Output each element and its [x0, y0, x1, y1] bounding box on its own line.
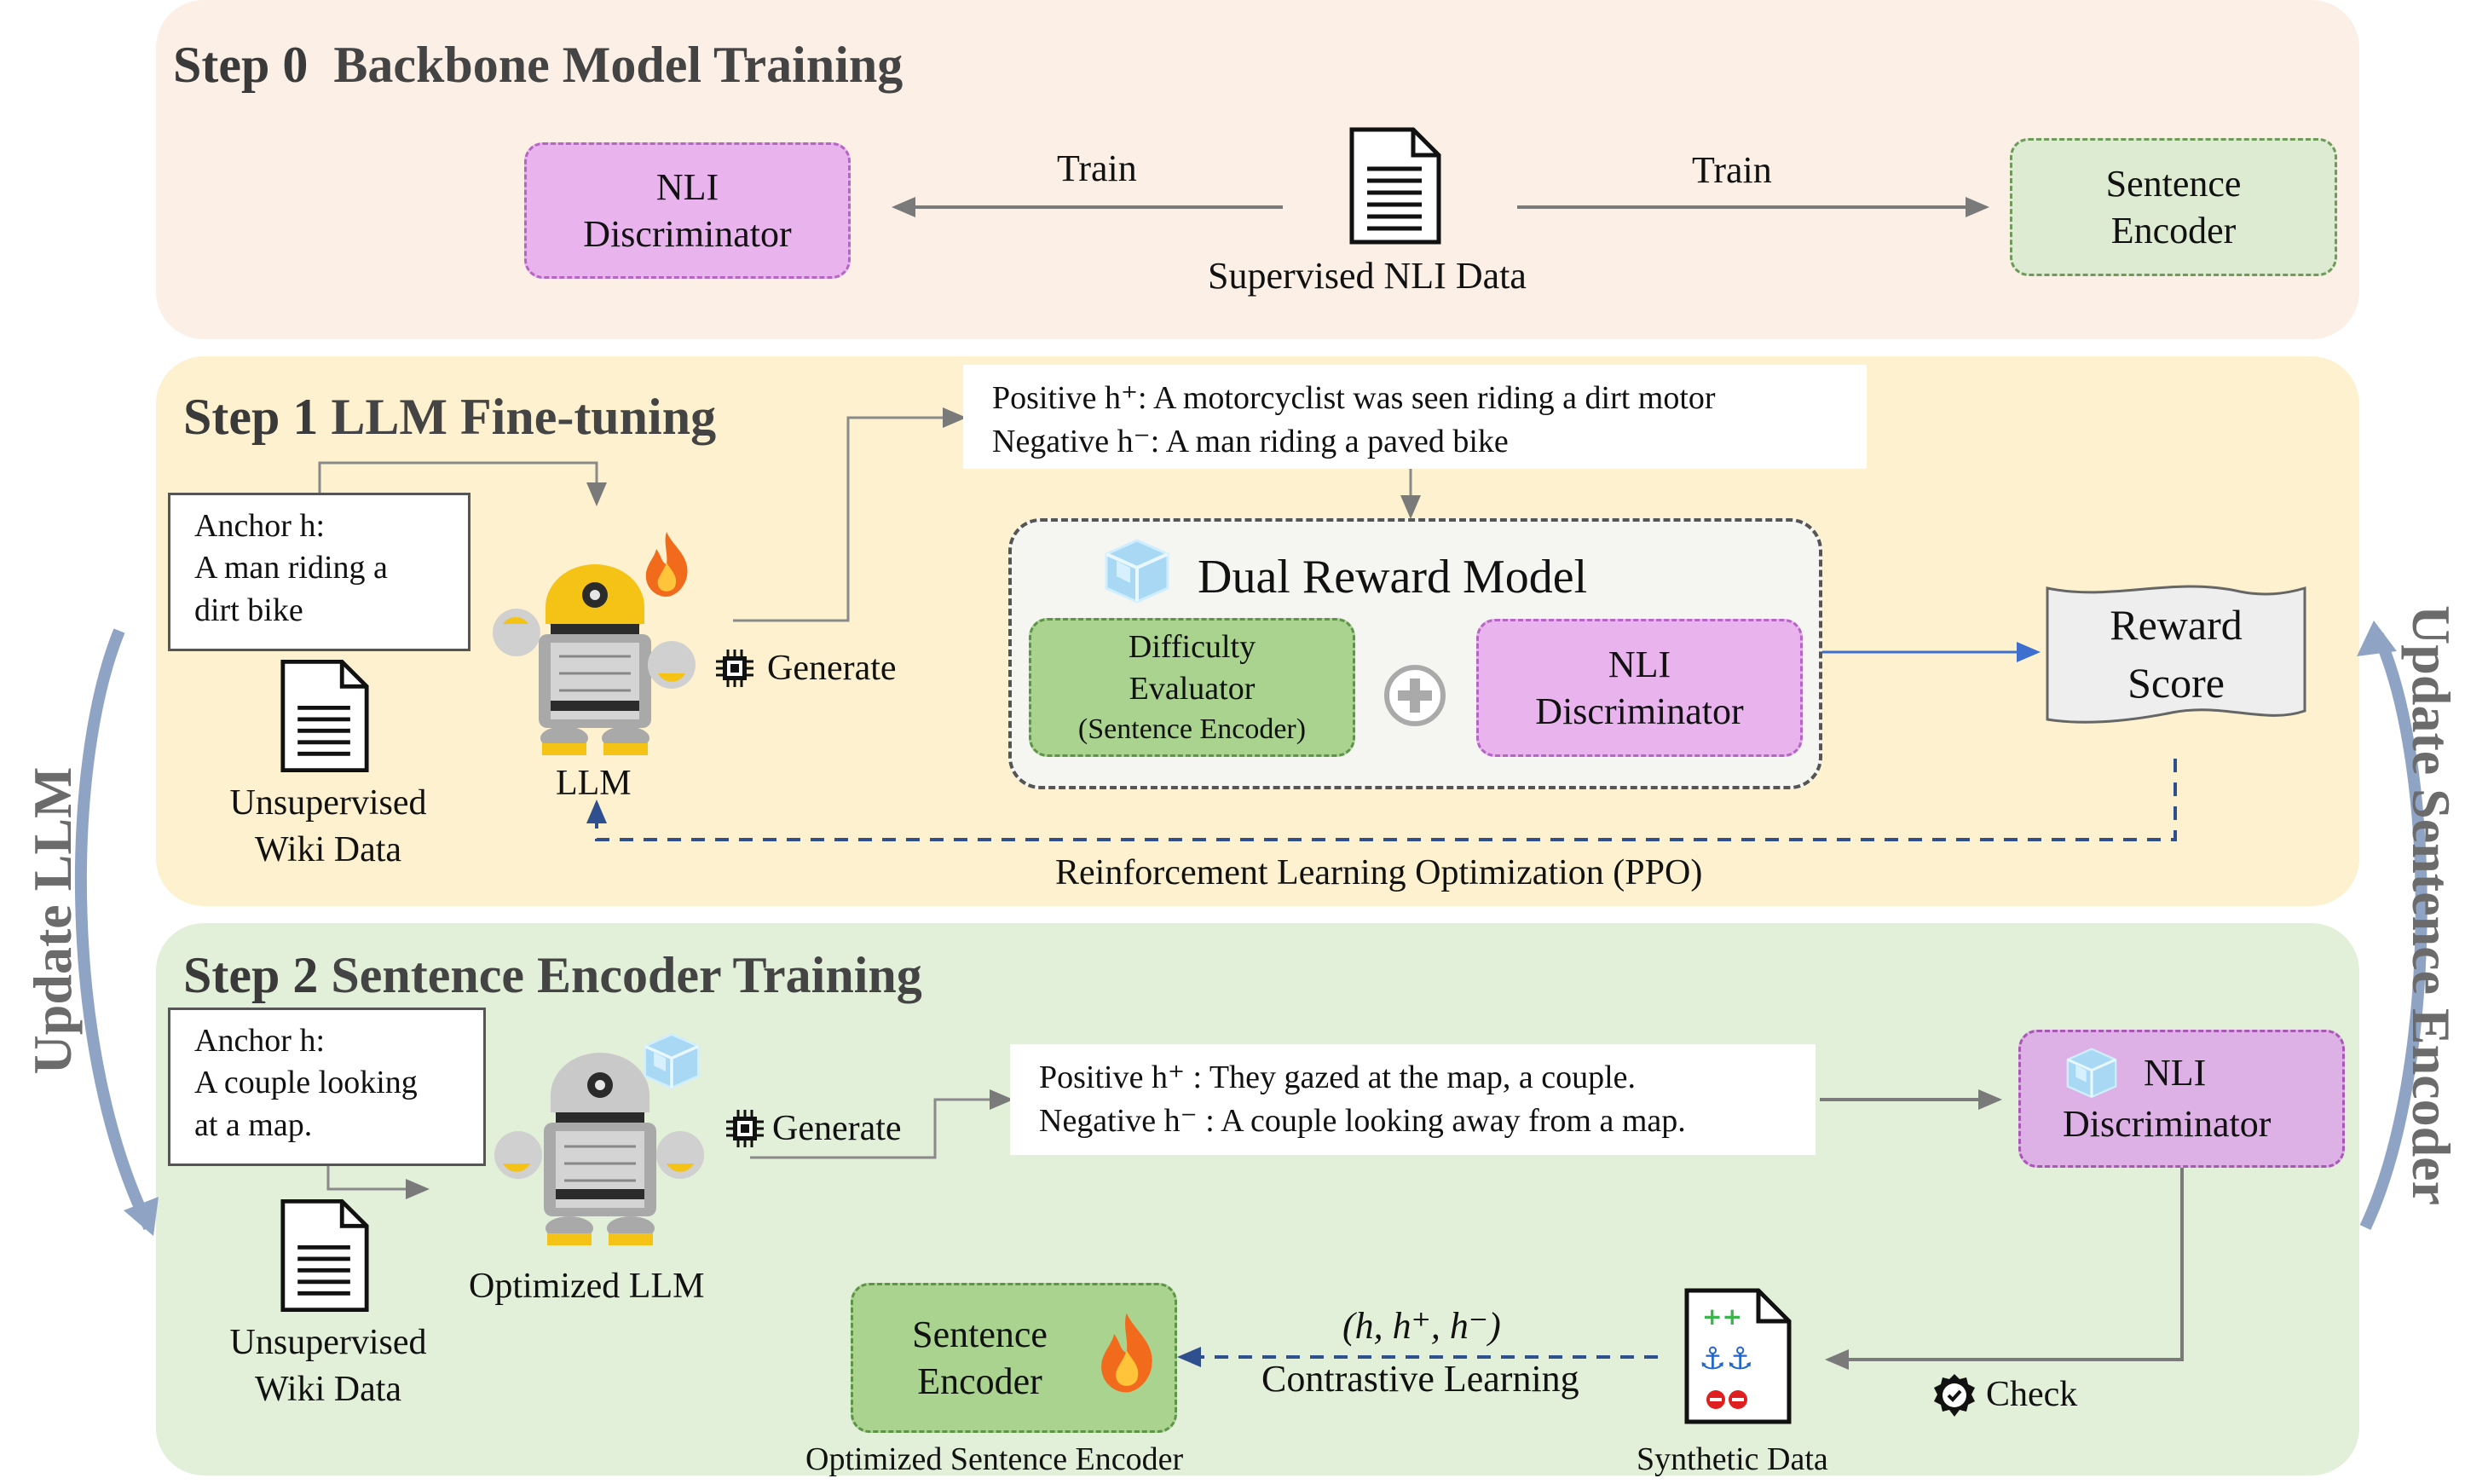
- step1-anchor-line2: A man riding a: [194, 550, 388, 586]
- ice-cube-icon: [1105, 539, 1169, 603]
- difficulty-line2: Evaluator: [1129, 671, 1256, 707]
- fire-icon: [645, 532, 688, 597]
- update-llm-arrow: [75, 628, 155, 1231]
- step2-anchor-line2: A couple looking: [194, 1065, 418, 1101]
- reward-score-line2: Score: [2127, 658, 2225, 707]
- step2-encoder-line2: Encoder: [917, 1360, 1042, 1402]
- step2-nli-discriminator: [2018, 1030, 2345, 1168]
- train-label-right: Train: [1692, 149, 1772, 191]
- anchor-to-optimized-llm-arrow: [326, 1165, 430, 1199]
- triplet-label: (h, h⁺, h⁻): [1342, 1305, 1501, 1347]
- step2-wiki-label: Unsupervised Wiki Data: [209, 1319, 447, 1412]
- step2-title-text: Sentence Encoder Training: [331, 947, 922, 1003]
- reward-score-shape: [2046, 585, 2306, 724]
- svg-text:⚓⚓: ⚓⚓: [1699, 1342, 1754, 1377]
- step0-nli-line1: NLI: [655, 166, 719, 208]
- step1-sample-box: Positive h⁺: A motorcyclist was seen rid…: [963, 365, 1867, 469]
- robot-icon: [493, 564, 696, 755]
- step1-anchor-line3: dirt bike: [194, 592, 303, 628]
- difficulty-evaluator-box: Difficulty Evaluator (Sentence Encoder): [1029, 618, 1355, 757]
- contrastive-learning-label: Contrastive Learning: [1261, 1358, 1579, 1400]
- update-encoder-arrow-head: [2357, 621, 2397, 656]
- step2-positive-text: Positive h⁺ : They gazed at the map, a c…: [1039, 1060, 1636, 1095]
- step1-title: Step 1 LLM Fine-tuning: [183, 388, 716, 447]
- optimized-llm-label: Optimized LLM: [469, 1267, 705, 1306]
- difficulty-line3: (Sentence Encoder): [1077, 713, 1307, 745]
- synthetic-data-icon: ++ ⚓⚓: [1684, 1288, 1792, 1424]
- svg-text:++: ++: [1702, 1302, 1742, 1331]
- optimized-encoder-label: Optimized Sentence Encoder: [805, 1441, 1184, 1477]
- synthetic-data-label: Synthetic Data: [1637, 1441, 1828, 1477]
- step0-title-text: Backbone Model Training: [333, 37, 903, 93]
- generate-arrow-step1: [733, 407, 967, 622]
- robot-icon: [494, 1053, 704, 1245]
- update-llm-arrow-head: [124, 1197, 159, 1236]
- nli-check-arrow: [1825, 1168, 2184, 1370]
- step2-wiki-line1: Unsupervised: [229, 1323, 427, 1362]
- fire-icon: [1101, 1313, 1152, 1393]
- step1-nli-line2: Discriminator: [1535, 690, 1744, 732]
- step2-anchor-line3: at a map.: [194, 1106, 313, 1143]
- check-label: Check: [1986, 1375, 2078, 1414]
- step2-panel: [156, 923, 2359, 1475]
- step2-title: Step 2 Sentence Encoder Training: [183, 946, 922, 1005]
- difficulty-line1: Difficulty: [1128, 629, 1256, 666]
- step2-anchor-box: Anchor h: A couple looking at a map.: [168, 1008, 486, 1166]
- step0-number: Step 0: [173, 37, 309, 93]
- step1-wiki-line2: Wiki Data: [254, 829, 402, 869]
- plus-circle-icon: [1384, 665, 1446, 726]
- step1-negative-text: Negative h⁻: A man riding a paved bike: [992, 424, 1509, 460]
- step0-nli-line2: Discriminator: [583, 213, 792, 255]
- step0-encoder-line1: Sentence: [2105, 163, 2242, 205]
- step1-anchor-line1: Anchor h:: [194, 508, 326, 544]
- step2-sample-box: Positive h⁺ : They gazed at the map, a c…: [1010, 1044, 1816, 1155]
- anchor-to-llm-arrow: [318, 461, 607, 506]
- step1-positive-text: Positive h⁺: A motorcyclist was seen rid…: [992, 380, 1716, 416]
- document-icon: [280, 659, 369, 773]
- update-encoder-arrow: [2359, 632, 2427, 1230]
- step2-nli-line2: Discriminator: [2063, 1103, 2272, 1145]
- document-icon: [1349, 127, 1441, 245]
- step2-nli-line1: NLI: [2144, 1052, 2207, 1094]
- step1-nli-discriminator: NLI Discriminator: [1476, 619, 1803, 757]
- update-llm-label: Update LLM: [22, 766, 83, 1075]
- step1-title-text: LLM Fine-tuning: [331, 389, 717, 445]
- step1-wiki-line1: Unsupervised: [229, 783, 427, 823]
- document-icon: [280, 1198, 369, 1313]
- check-badge-icon: [1934, 1374, 1975, 1417]
- reward-score-label: Reward Score: [2044, 597, 2308, 712]
- reward-score-line1: Reward: [2110, 601, 2243, 649]
- ppo-feedback-arrow: [586, 759, 2177, 841]
- step0-title: Step 0 Backbone Model Training: [173, 36, 903, 95]
- generate-arrow-step2: [750, 1089, 1013, 1159]
- dual-reward-model-title: Dual Reward Model: [1198, 551, 1588, 603]
- update-sentence-encoder-label: Update Sentence Encoder: [2401, 605, 2462, 1205]
- step2-sentence-encoder: Sentence Encoder: [851, 1283, 1177, 1433]
- rl-optimization-label: Reinforcement Learning Optimization (PPO…: [1055, 853, 1703, 892]
- step2-encoder-line1: Sentence: [912, 1314, 1048, 1355]
- step1-wiki-label: Unsupervised Wiki Data: [209, 780, 447, 873]
- train-label-left: Train: [1057, 147, 1137, 189]
- chip-icon: [726, 1110, 764, 1147]
- step2-number: Step 2: [183, 947, 319, 1003]
- step1-number: Step 1: [183, 389, 319, 445]
- supervised-data-label: Supervised NLI Data: [1208, 255, 1527, 297]
- step0-encoder-line2: Encoder: [2110, 210, 2237, 251]
- step1-anchor-box: Anchor h: A man riding a dirt bike: [168, 493, 470, 651]
- chip-icon: [716, 650, 753, 687]
- step1-nli-line1: NLI: [1608, 644, 1671, 685]
- step1-generate-label: Generate: [767, 649, 897, 688]
- ice-cube-icon: [644, 1033, 700, 1089]
- step2-wiki-line2: Wiki Data: [254, 1369, 402, 1409]
- step2-negative-text: Negative h⁻ : A couple looking away from…: [1039, 1103, 1686, 1140]
- llm-label: LLM: [556, 764, 632, 803]
- ice-cube-icon: [2066, 1048, 2117, 1099]
- step0-panel: [156, 0, 2359, 339]
- step2-anchor-line1: Anchor h:: [194, 1023, 326, 1059]
- step0-nli-discriminator: NLI Discriminator: [524, 142, 851, 279]
- step2-generate-label: Generate: [772, 1109, 902, 1148]
- step0-sentence-encoder: Sentence Encoder: [2010, 138, 2337, 276]
